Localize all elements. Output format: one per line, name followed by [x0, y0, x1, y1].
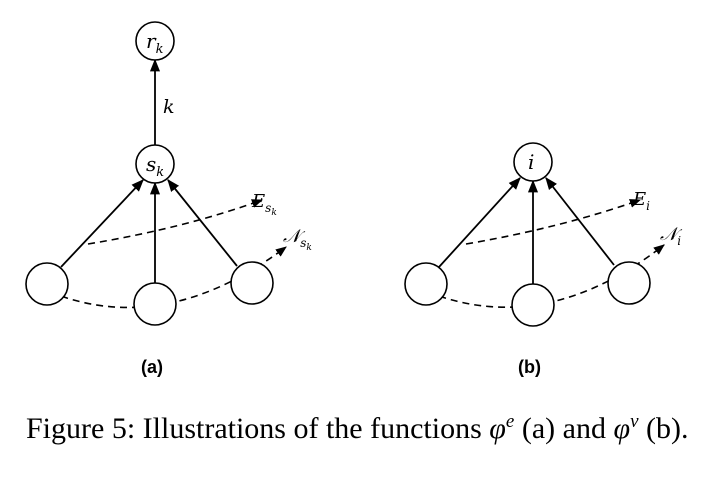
edge-left-to-i-b [438, 177, 521, 268]
panel-b-label: (b) [518, 357, 541, 377]
arc-inner-label-a: Esk [251, 191, 277, 218]
edge-left-to-s-a [60, 179, 144, 268]
arc-outer-label-a: 𝒩sk [283, 226, 312, 253]
node-s-a [135, 144, 175, 184]
node-left-a [25, 262, 69, 306]
node-right-b [607, 261, 651, 305]
edge-label-k: k [163, 96, 175, 118]
panel-a: rk sk k Esk 𝒩sk (a) [25, 21, 312, 377]
node-i-b [513, 142, 553, 182]
arc-outer-label-b: 𝒩i [660, 224, 683, 248]
node-bottom-b [511, 283, 555, 327]
node-right-a [230, 261, 274, 305]
arc-outer-a [49, 246, 287, 309]
node-bottom-a [133, 282, 177, 326]
arc-inner-a [87, 199, 264, 245]
edge-right-to-i-b [545, 177, 615, 266]
edge-right-to-s-a [167, 179, 238, 267]
node-left-b [404, 262, 448, 306]
diagram-canvas: rk sk k Esk 𝒩sk (a) i Ei 𝒩i (b) [25, 21, 683, 377]
node-i-label: i [528, 150, 534, 174]
figure-caption: Figure 5: Illustrations of the functions… [26, 411, 689, 445]
panel-a-label: (a) [141, 357, 163, 377]
arc-inner-b [465, 199, 642, 245]
node-s-label: sk [146, 152, 164, 180]
node-r-label: rk [146, 29, 164, 57]
panel-b: i Ei 𝒩i (b) [404, 142, 683, 377]
arc-inner-label-b: Ei [632, 189, 650, 213]
node-r-a [135, 21, 175, 61]
